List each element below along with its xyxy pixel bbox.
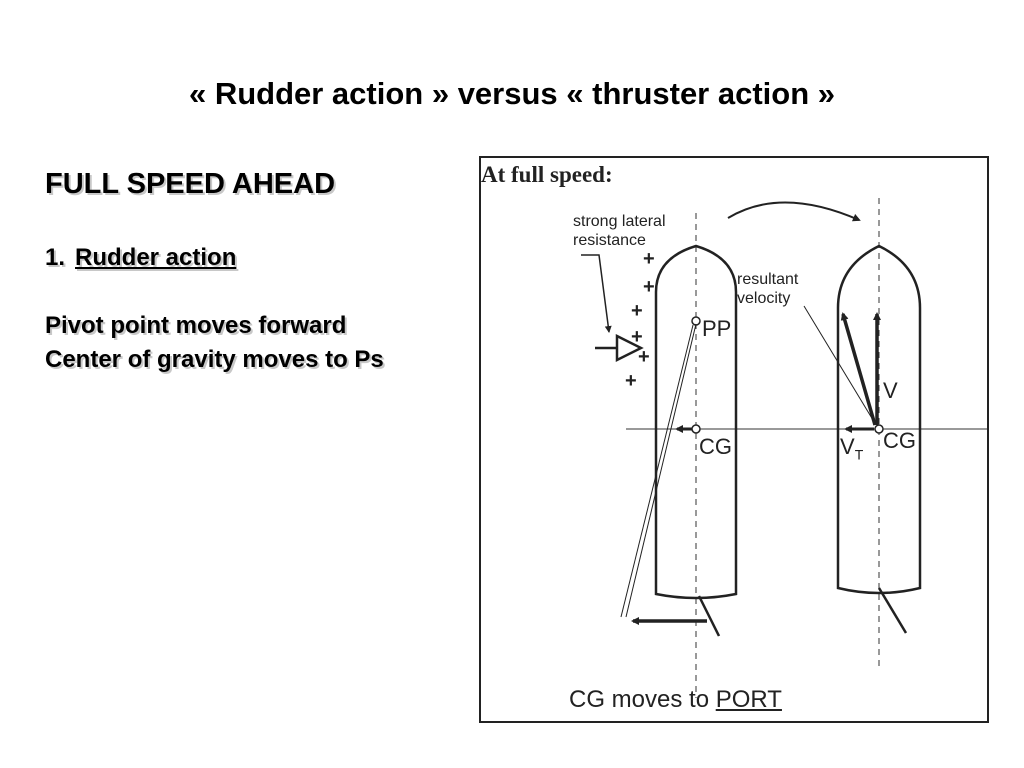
left-ship-hull	[654, 244, 738, 600]
velocity-v-label: V	[883, 378, 898, 403]
resultant-leader	[803, 305, 874, 421]
section-heading: FULL SPEED AHEAD	[45, 168, 336, 200]
figure-title: At full speed:	[481, 162, 613, 187]
right-cg-label: CG	[883, 428, 916, 453]
right-cg-marker	[874, 424, 884, 434]
figure-caption: CG moves to PORT	[569, 686, 782, 713]
item-label: Rudder action	[75, 244, 237, 271]
resultant-velocity-arrow	[840, 312, 877, 426]
pivot-line-2	[625, 323, 697, 618]
lateral-resistance-label: strong lateral resistance	[573, 213, 666, 249]
numbered-item: 1. Rudder action	[45, 244, 236, 272]
plus-sign: +	[625, 370, 637, 392]
resultant-velocity-label: resultant velocity	[737, 271, 799, 307]
force-triangle-symbol	[595, 333, 644, 363]
pivot-point-label: PP	[702, 316, 732, 341]
plus-sign: +	[631, 326, 643, 348]
left-cg-marker	[691, 424, 701, 434]
plus-sign: +	[643, 248, 655, 270]
left-cg-label: CG	[699, 434, 732, 459]
plus-sign: +	[638, 346, 650, 368]
center-of-gravity-line: Center of gravity moves to Ps	[45, 346, 384, 373]
item-number: 1.	[45, 244, 66, 271]
pivot-point-line: Pivot point moves forward	[45, 312, 347, 339]
pivot-point-marker	[691, 316, 701, 326]
left-rudder	[697, 595, 721, 637]
right-rudder	[877, 587, 908, 634]
plus-sign: +	[631, 300, 643, 322]
plus-sign: +	[643, 276, 655, 298]
rotation-arrow	[727, 201, 861, 222]
rudder-action-diagram: At full speed: strong lateral resistance…	[479, 156, 989, 723]
vt-label: VT	[840, 434, 864, 463]
lateral-resistance-pointer	[581, 254, 612, 333]
pivot-line-1	[620, 324, 694, 618]
slide-title: « Rudder action » versus « thruster acti…	[188, 76, 836, 111]
diagram-drawing	[581, 198, 987, 698]
